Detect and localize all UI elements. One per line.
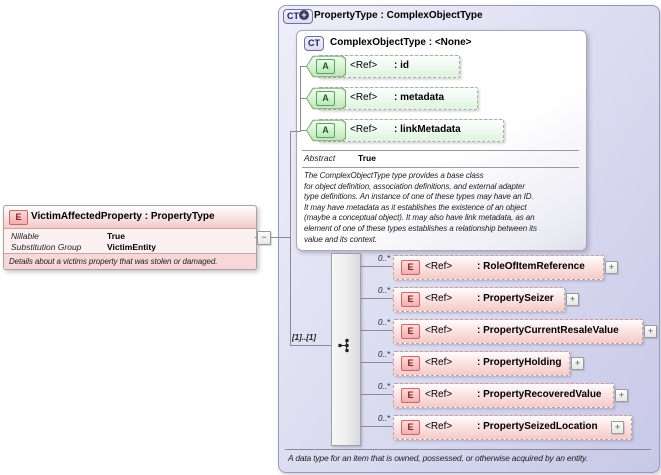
- element-badge-icon: E: [401, 324, 420, 339]
- element-stub-line: [359, 394, 393, 395]
- victim-affected-property-box[interactable]: E VictimAffectedProperty : PropertyType …: [3, 205, 257, 270]
- element-stub-line: [359, 330, 393, 331]
- expand-toggle-button[interactable]: +: [611, 421, 624, 434]
- sequence-connector-line: [290, 345, 332, 346]
- ct-badge-label: CT: [287, 11, 299, 21]
- occurs-label: 0..*: [377, 318, 390, 327]
- attribute-ref: <Ref>: [350, 60, 378, 71]
- derived-plus-icon: +: [299, 10, 309, 20]
- complex-type-badge-icon: CT: [304, 36, 324, 51]
- attribute-row-linkmetadata[interactable]: A <Ref> : linkMetadata: [306, 119, 504, 142]
- element-name: : PropertyCurrentResaleValue: [477, 325, 619, 336]
- element-badge-icon: E: [9, 210, 28, 225]
- nillable-value: True: [107, 231, 125, 241]
- expand-toggle-button[interactable]: +: [605, 261, 618, 274]
- attribute-stub-line: [300, 66, 307, 67]
- element-name: : PropertyHolding: [477, 357, 562, 368]
- property-type-title: PropertyType : ComplexObjectType: [314, 10, 483, 21]
- type-annotation: A data type for an item that is owned, p…: [288, 453, 588, 463]
- abstract-label: Abstract: [304, 153, 336, 163]
- substitution-group-value: VictimEntity: [107, 242, 156, 252]
- complex-type-global-badge-icon: CT+: [283, 9, 313, 24]
- element-badge-icon: E: [401, 388, 420, 403]
- base-type-description: The ComplexObjectType type provides a ba…: [304, 171, 537, 244]
- expand-toggle-button[interactable]: +: [566, 293, 579, 306]
- element-badge-icon: E: [401, 356, 420, 371]
- element-stub-line: [359, 362, 393, 363]
- element-row-roleofitemreference[interactable]: E <Ref> : RoleOfItemReference: [393, 255, 604, 280]
- base-type-title: ComplexObjectType : <None>: [330, 37, 472, 48]
- attribute-badge-icon: A: [316, 123, 335, 138]
- element-box-title: VictimAffectedProperty : PropertyType: [31, 211, 215, 222]
- footer-divider: [285, 449, 651, 450]
- attribute-name: : metadata: [394, 92, 445, 103]
- divider: [4, 228, 256, 229]
- element-row-propertycurrentresalevalue[interactable]: E <Ref> : PropertyCurrentResaleValue: [393, 319, 643, 344]
- attribute-stub-line: [300, 130, 307, 131]
- divider: [4, 253, 256, 254]
- attribute-row-id[interactable]: A <Ref> : id: [306, 55, 460, 78]
- nillable-label: Nillable: [11, 231, 39, 241]
- attribute-branch-corner: [290, 131, 301, 132]
- abstract-value: True: [358, 153, 376, 163]
- element-row-propertyseizer[interactable]: E <Ref> : PropertySeizer: [393, 287, 565, 312]
- element-ref: <Ref>: [425, 357, 453, 368]
- expand-toggle-button[interactable]: +: [615, 389, 628, 402]
- element-ref: <Ref>: [425, 389, 453, 400]
- element-name: : PropertySeizedLocation: [477, 421, 598, 432]
- occurs-label: 0..*: [377, 414, 390, 423]
- expand-toggle-button[interactable]: +: [644, 325, 657, 338]
- expand-toggle-button[interactable]: +: [571, 357, 584, 370]
- sequence-icon: [338, 338, 349, 353]
- occurs-label: 0..*: [377, 350, 390, 359]
- occurs-label: 0..*: [377, 254, 390, 263]
- occurs-label: 0..*: [377, 286, 390, 295]
- element-badge-icon: E: [401, 260, 420, 275]
- collapse-toggle-button[interactable]: −: [257, 231, 271, 245]
- element-stub-line: [359, 426, 393, 427]
- element-stub-line: [359, 266, 393, 267]
- facet-divider-bottom: [302, 167, 579, 168]
- element-badge-icon: E: [401, 420, 420, 435]
- substitution-group-label: Substitution Group: [11, 242, 82, 252]
- element-description: Details about a victims property that wa…: [9, 257, 218, 266]
- element-ref: <Ref>: [425, 293, 453, 304]
- attribute-name: : linkMetadata: [394, 124, 461, 135]
- element-stub-line: [359, 298, 393, 299]
- attribute-name: : id: [394, 60, 409, 71]
- element-row-propertyseizedlocation[interactable]: E <Ref> : PropertySeizedLocation: [393, 415, 632, 440]
- attribute-row-metadata[interactable]: A <Ref> : metadata: [306, 87, 478, 110]
- attribute-stub-line: [300, 98, 307, 99]
- attribute-badge-icon: A: [316, 59, 335, 74]
- element-ref: <Ref>: [425, 421, 453, 432]
- element-row-propertyrecoveredvalue[interactable]: E <Ref> : PropertyRecoveredValue: [393, 383, 614, 408]
- attribute-ref: <Ref>: [350, 92, 378, 103]
- element-badge-icon: E: [401, 292, 420, 307]
- occurs-label: 0..*: [377, 382, 390, 391]
- content-model-line: [290, 131, 291, 346]
- element-description-band: Details about a victims property that wa…: [4, 254, 256, 269]
- attribute-ref: <Ref>: [350, 124, 378, 135]
- cardinality-label: [1]..[1]: [292, 333, 316, 342]
- element-name: : RoleOfItemReference: [477, 261, 585, 272]
- reference-connector-line: [255, 237, 291, 238]
- facet-divider-top: [302, 150, 579, 151]
- element-name: : PropertySeizer: [477, 293, 554, 304]
- element-ref: <Ref>: [425, 261, 453, 272]
- element-ref: <Ref>: [425, 325, 453, 336]
- attribute-badge-icon: A: [316, 91, 335, 106]
- element-name: : PropertyRecoveredValue: [477, 389, 602, 400]
- victim-affected-property-header: E VictimAffectedProperty : PropertyType: [4, 206, 256, 228]
- element-row-propertyholding[interactable]: E <Ref> : PropertyHolding: [393, 351, 570, 376]
